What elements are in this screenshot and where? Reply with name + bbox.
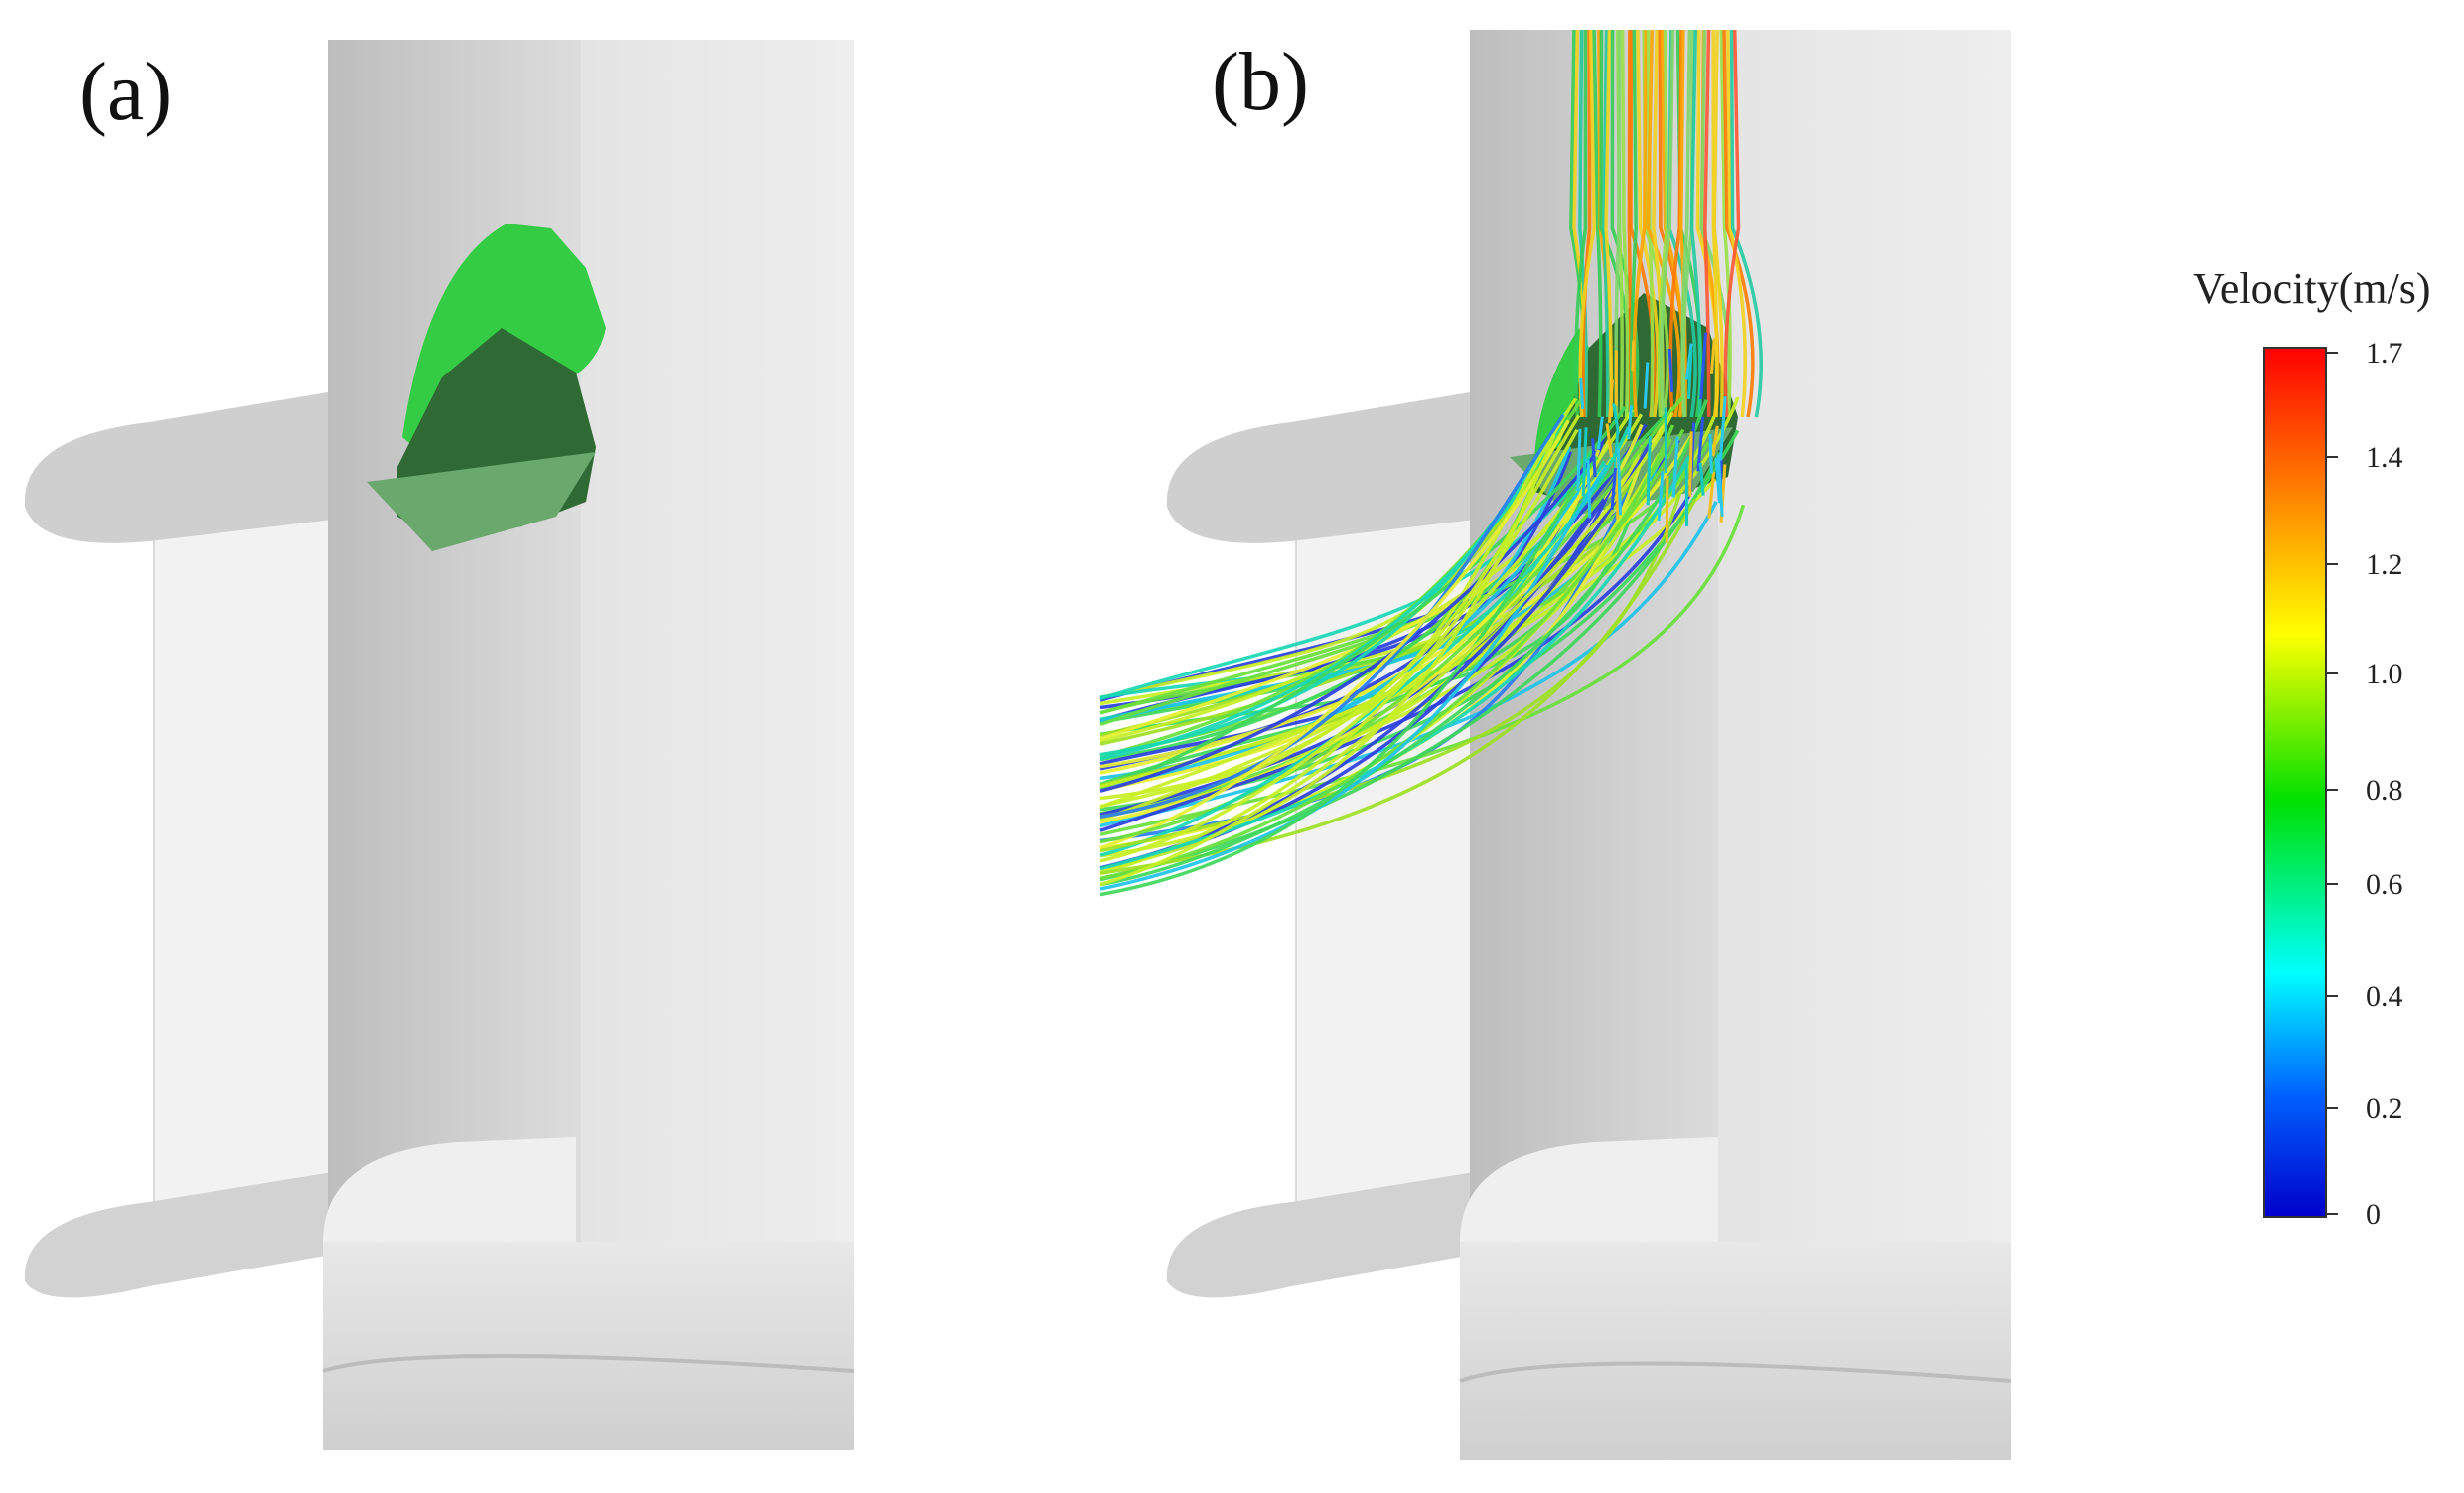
streamline-segment — [1646, 435, 1652, 506]
velocity-colorbar: Velocity(m/s) 1.7 1.4 1.2 1.0 0.8 0.6 0.4 0.2 0 — [2193, 264, 2431, 1231]
streamline-segment — [1696, 416, 1705, 472]
colorbar-tick-label: 1.4 — [2366, 441, 2403, 474]
streamline — [1099, 399, 1708, 887]
base-edge-b — [1459, 1361, 2012, 1383]
streamline — [1726, 29, 1747, 418]
streamline-segment — [1707, 471, 1716, 519]
streamline — [1574, 29, 1588, 418]
lower-drum-b — [1460, 1137, 1718, 1247]
streamline-segment — [1711, 425, 1719, 457]
colorbar-tick-label: 0.8 — [2366, 774, 2403, 807]
streamline-segment — [1698, 462, 1705, 496]
streamline — [1668, 29, 1683, 418]
streamline-segment — [1667, 348, 1674, 392]
cylinder-front-b — [1718, 30, 2011, 1460]
streamline — [1723, 29, 1741, 418]
streamline — [1646, 29, 1655, 418]
streamline-segment — [1612, 403, 1621, 435]
streamline — [1712, 29, 1724, 418]
panel-a: (a) — [24, 40, 855, 1450]
streamline — [1099, 455, 1599, 897]
colorbar-ticks: 1.7 1.4 1.2 1.0 0.8 0.6 0.4 0.2 0 — [2326, 337, 2403, 1231]
streamline-segment — [1627, 405, 1633, 440]
streamline — [1099, 419, 1570, 850]
streamline — [1719, 29, 1732, 418]
streamline-segment — [1643, 362, 1650, 409]
colorbar-tick-label: 0.2 — [2366, 1092, 2403, 1124]
streamline — [1099, 411, 1674, 887]
colorbar-title: Velocity(m/s) — [2193, 264, 2431, 313]
streamline-segment — [1688, 431, 1693, 497]
panel-a-label: (a) — [79, 46, 172, 138]
base-drum — [323, 1242, 854, 1450]
streamline — [1620, 29, 1630, 418]
upper-disc-b — [1166, 392, 1500, 543]
impeller-blade — [367, 452, 596, 551]
colorbar-tick-label: 1.0 — [2366, 658, 2403, 690]
base-drum-b — [1460, 1242, 2011, 1460]
streamline-segment — [1586, 459, 1592, 519]
streamline — [1629, 29, 1638, 418]
colorbar-tick-label: 0.6 — [2366, 868, 2403, 901]
panel-b: (b) — [1099, 29, 2012, 1460]
streamline — [1099, 504, 1746, 836]
streamline — [1099, 473, 1620, 817]
upper-disc — [24, 392, 358, 543]
colorbar-tick-label: 0.4 — [2366, 980, 2403, 1013]
streamline-segment — [1686, 349, 1693, 400]
cylinder-front — [581, 40, 854, 1450]
streamline-segment — [1616, 448, 1623, 516]
streamline — [1592, 29, 1603, 418]
streamlines — [1099, 29, 1763, 897]
panel-b-label: (b) — [1212, 36, 1309, 128]
streamline-segment — [1708, 433, 1713, 474]
lower-drum — [323, 1137, 576, 1247]
streamline — [1632, 29, 1648, 418]
streamline-segment — [1714, 457, 1721, 504]
streamline — [1099, 464, 1609, 891]
streamline — [1667, 29, 1697, 418]
streamline-segment — [1610, 468, 1618, 511]
streamline-segment — [1576, 428, 1582, 492]
streamline — [1099, 413, 1565, 820]
base-edge — [322, 1354, 855, 1373]
streamline — [1703, 29, 1711, 418]
streamline-segment — [1581, 427, 1588, 497]
streamline-segment — [1596, 416, 1604, 450]
colorbar-tick-label: 0 — [2366, 1198, 2381, 1231]
streamline-segment — [1607, 379, 1614, 423]
streamline-segment — [1631, 340, 1636, 372]
streamline-segment — [1591, 438, 1597, 478]
colorbar-gradient — [2263, 347, 2327, 1218]
streamline-segment — [1605, 423, 1613, 458]
streamline — [1099, 405, 1627, 790]
streamline-segment — [1671, 436, 1679, 498]
streamline-segment — [1709, 338, 1716, 374]
streamline-segment — [1718, 396, 1727, 461]
streamline — [1099, 428, 1579, 876]
streamline-segment — [1579, 377, 1585, 409]
streamline — [1099, 451, 1721, 882]
streamline — [1099, 424, 1675, 881]
streamline-segment — [1657, 471, 1665, 521]
streamline-segment — [1716, 454, 1724, 517]
streamline — [1657, 29, 1669, 418]
streamline — [1660, 29, 1675, 418]
streamline — [1681, 29, 1695, 418]
colorbar-tick-label: 1.2 — [2366, 548, 2403, 581]
colorbar-tick-label: 1.7 — [2366, 337, 2403, 370]
streamline — [1602, 29, 1610, 418]
streamline-segment — [1699, 332, 1707, 400]
